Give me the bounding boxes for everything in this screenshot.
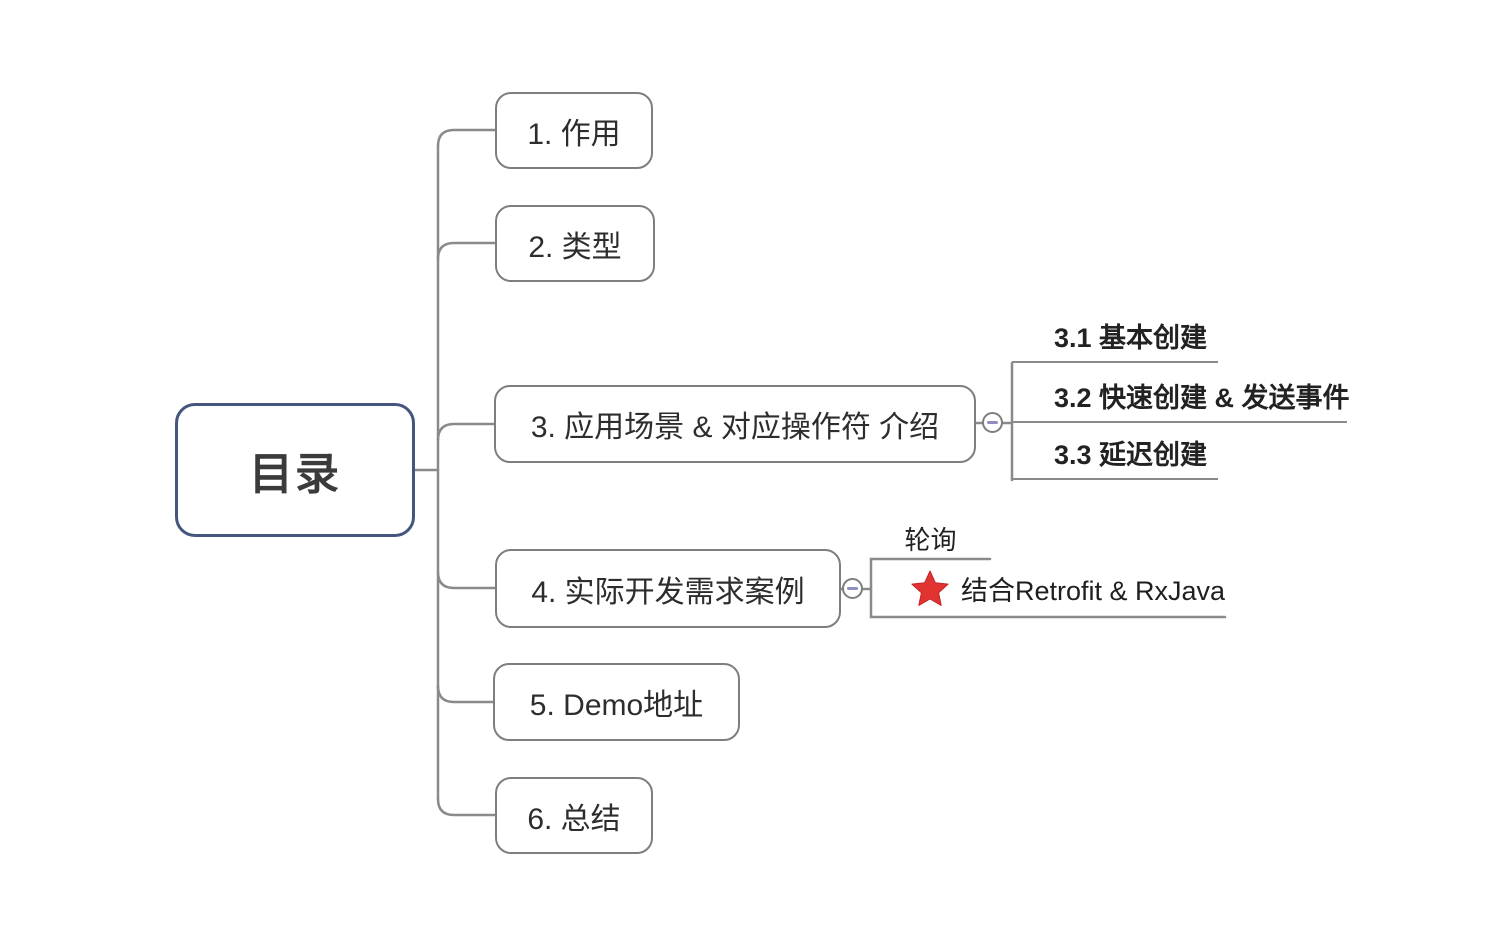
minus-icon: [847, 587, 858, 590]
subtopic-3-3-label: 3.3 延迟创建: [1054, 440, 1208, 470]
root-topic[interactable]: 目录: [175, 403, 415, 537]
connector-branch-6: [436, 797, 497, 817]
topic-node-2[interactable]: 2. 类型: [495, 205, 655, 282]
connector-branch-2: [436, 241, 497, 261]
connector-branch-4: [436, 570, 497, 590]
connector-branch-5: [436, 684, 495, 704]
connector-branch-1: [436, 128, 497, 148]
connector-branch-3: [436, 422, 496, 442]
topic-node-5[interactable]: 5. Demo地址: [493, 663, 740, 741]
subtopic-4-1-label: 结合Retrofit & RxJava: [961, 575, 1226, 606]
subtopic-label-tag: 轮询: [871, 520, 990, 557]
topic-node-4-label: 4. 实际开发需求案例: [531, 575, 805, 609]
topic-node-2-label: 2. 类型: [528, 230, 622, 264]
root-topic-label: 目录: [249, 450, 341, 499]
topic-node-5-label: 5. Demo地址: [529, 689, 704, 722]
minus-icon: [987, 421, 998, 424]
subtopic-label-tag-text: 轮询: [904, 525, 957, 555]
topic-node-6-label: 6. 总结: [527, 802, 621, 836]
subtopic-3-1-label: 3.1 基本创建: [1054, 323, 1208, 353]
subtopic-3-2-label: 3.2 快速创建 & 发送事件: [1054, 383, 1350, 413]
collapse-toggle-topic4[interactable]: [842, 578, 863, 599]
subtopic-3-2[interactable]: 3.2 快速创建 & 发送事件: [1012, 380, 1350, 423]
subtopic-3-3[interactable]: 3.3 延迟创建: [1012, 437, 1218, 480]
collapse-toggle-topic3[interactable]: [982, 412, 1003, 433]
topic-node-6[interactable]: 6. 总结: [495, 777, 653, 854]
topic-node-3-label: 3. 应用场景 & 对应操作符 介绍: [530, 411, 940, 444]
star-icon: [911, 570, 949, 607]
subtopic-4-1[interactable]: 结合Retrofit & RxJava: [871, 559, 1225, 617]
subtopic-3-1[interactable]: 3.1 基本创建: [1012, 320, 1218, 363]
topic-node-4[interactable]: 4. 实际开发需求案例: [495, 549, 841, 628]
topic-node-1[interactable]: 1. 作用: [495, 92, 653, 169]
topic-node-1-label: 1. 作用: [527, 117, 621, 151]
topic-node-3[interactable]: 3. 应用场景 & 对应操作符 介绍: [494, 385, 976, 463]
